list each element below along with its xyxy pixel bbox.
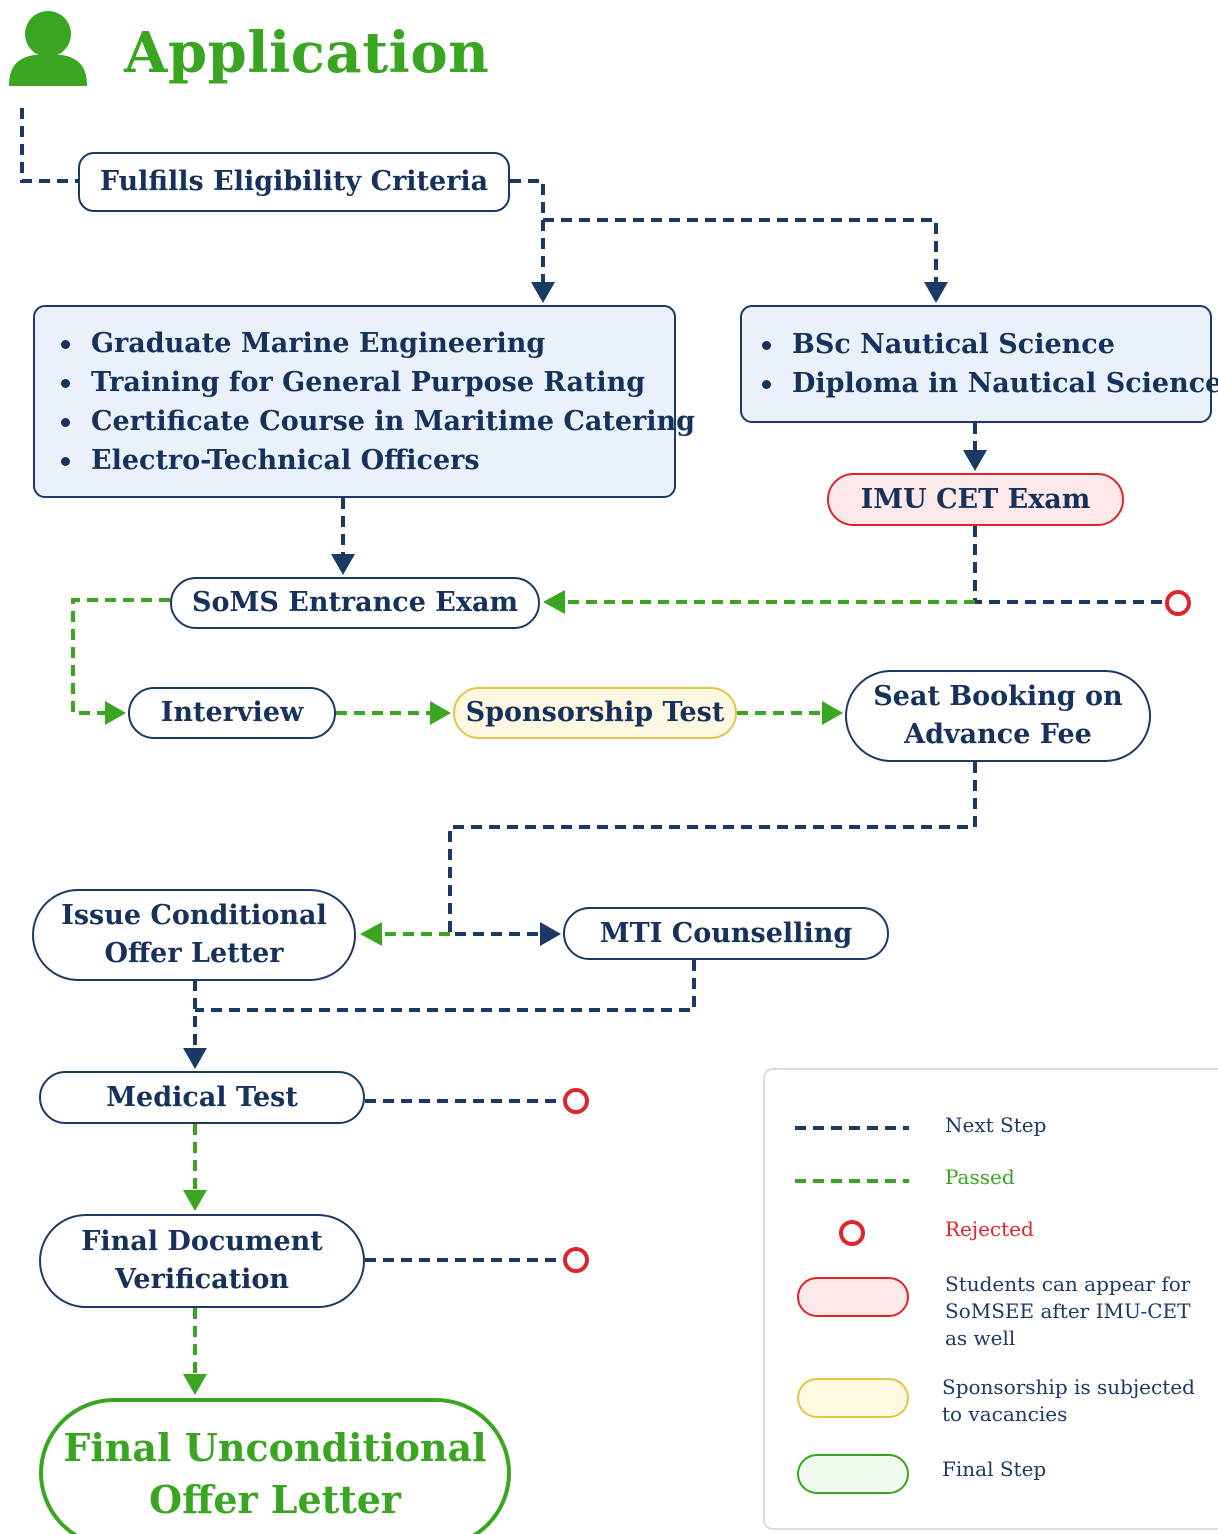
reject-marker-finaldoc [563,1247,589,1273]
arrowhead-to-soms [331,554,355,575]
program-item: Electro-Technical Officers [60,441,695,480]
program-item: Diploma in Nautical Science [761,364,1218,403]
node-soms-label: SoMS Entrance Exam [191,587,519,618]
legend-panel: Next Step Passed Rejected Students can a… [763,1068,1218,1530]
line-mti-to-medical [195,960,696,1012]
person-icon [9,11,87,86]
node-programs-group-a: Graduate Marine Engineering Training for… [33,305,695,498]
node-issue-offer-line2: Offer Letter [104,938,284,969]
arrowhead-to-finaldoc [183,1190,207,1211]
node-sponsorship-label: Sponsorship Test [465,697,725,728]
legend-red-note-line1: Students can appear for [945,1272,1191,1296]
node-seat-booking-line2: Advance Fee [904,719,1092,750]
legend-yellow-swatch [797,1378,909,1418]
node-final-unconditional-offer: Final Unconditional Offer Letter [39,1398,511,1534]
reject-marker-medical [563,1088,589,1114]
arrowhead-to-final [183,1374,207,1395]
legend-green-note: Final Step [942,1457,1047,1481]
legend-yellow-note-line2: to vacancies [942,1402,1068,1426]
line-application-to-eligibility [20,108,78,183]
node-seat-booking-line1: Seat Booking on [873,681,1123,712]
arrowhead-to-mti [540,922,561,946]
node-interview: Interview [128,687,336,739]
node-final-offer-line2: Offer Letter [149,1477,401,1522]
node-interview-label: Interview [160,697,304,728]
arrowhead-to-sponsorship [430,701,451,725]
node-sponsorship-test: Sponsorship Test [453,687,737,739]
program-item: Graduate Marine Engineering [60,324,695,363]
reject-marker-imu [1165,590,1191,616]
node-eligibility: Fulfills Eligibility Criteria [78,152,510,212]
node-final-document-verification: Final Document Verification [39,1214,365,1308]
node-medical-test: Medical Test [39,1071,365,1124]
node-programs-group-b: BSc Nautical Science Diploma in Nautical… [740,305,1218,423]
arrowhead-to-seat [822,701,843,725]
line-soms-to-interview [71,598,170,715]
program-item: Certificate Course in Maritime Catering [60,402,695,441]
programs-group-a-list: Graduate Marine Engineering Training for… [35,324,695,480]
node-seat-booking: Seat Booking on Advance Fee [845,670,1151,762]
node-final-offer-line1: Final Unconditional [63,1425,487,1470]
legend-green-swatch [797,1454,909,1494]
legend-red-note: Students can appear for SoMSEE after IMU… [945,1271,1190,1352]
node-soms-entrance-exam: SoMS Entrance Exam [170,577,540,629]
node-imu-cet-exam: IMU CET Exam [827,473,1124,526]
line-seat-to-mti [448,762,977,936]
legend-yellow-note: Sponsorship is subjected to vacancies [942,1374,1195,1428]
arrowhead-to-imu [963,450,987,471]
arrowhead-to-group-a [531,282,555,303]
program-item: Training for General Purpose Rating [60,363,695,402]
node-final-doc-line1: Final Document [81,1226,323,1257]
arrowhead-imu-to-soms [543,590,565,614]
node-mti-label: MTI Counselling [599,917,853,949]
legend-red-swatch [797,1277,909,1317]
line-eligibility-split [510,179,938,282]
program-item: BSc Nautical Science [761,325,1218,364]
node-final-doc-line2: Verification [114,1264,290,1295]
arrowhead-to-medical [183,1048,207,1069]
programs-group-b-list: BSc Nautical Science Diploma in Nautical… [742,325,1218,403]
legend-passed: Passed [945,1165,1015,1189]
node-issue-conditional-offer: Issue Conditional Offer Letter [32,889,356,981]
arrowhead-to-issue [360,922,382,946]
legend-rejected: Rejected [945,1217,1034,1241]
legend-yellow-note-line1: Sponsorship is subjected [942,1375,1195,1399]
arrowhead-to-group-b [924,282,948,303]
legend-red-note-line3: as well [945,1326,1016,1350]
node-eligibility-label: Fulfills Eligibility Criteria [99,166,489,197]
node-mti-counselling: MTI Counselling [563,907,889,960]
legend-reject-marker [839,1220,865,1246]
legend-red-note-line2: SoMSEE after IMU-CET [945,1299,1191,1323]
arrowhead-to-interview [105,701,126,725]
line-imu-down [973,526,1162,604]
page-title: Application [124,20,490,86]
node-imu-cet-label: IMU CET Exam [860,483,1091,515]
node-issue-offer-line1: Issue Conditional [61,900,327,931]
legend-line-swatches [795,1126,909,1246]
legend-next-step: Next Step [945,1113,1047,1137]
node-medical-label: Medical Test [106,1081,298,1113]
